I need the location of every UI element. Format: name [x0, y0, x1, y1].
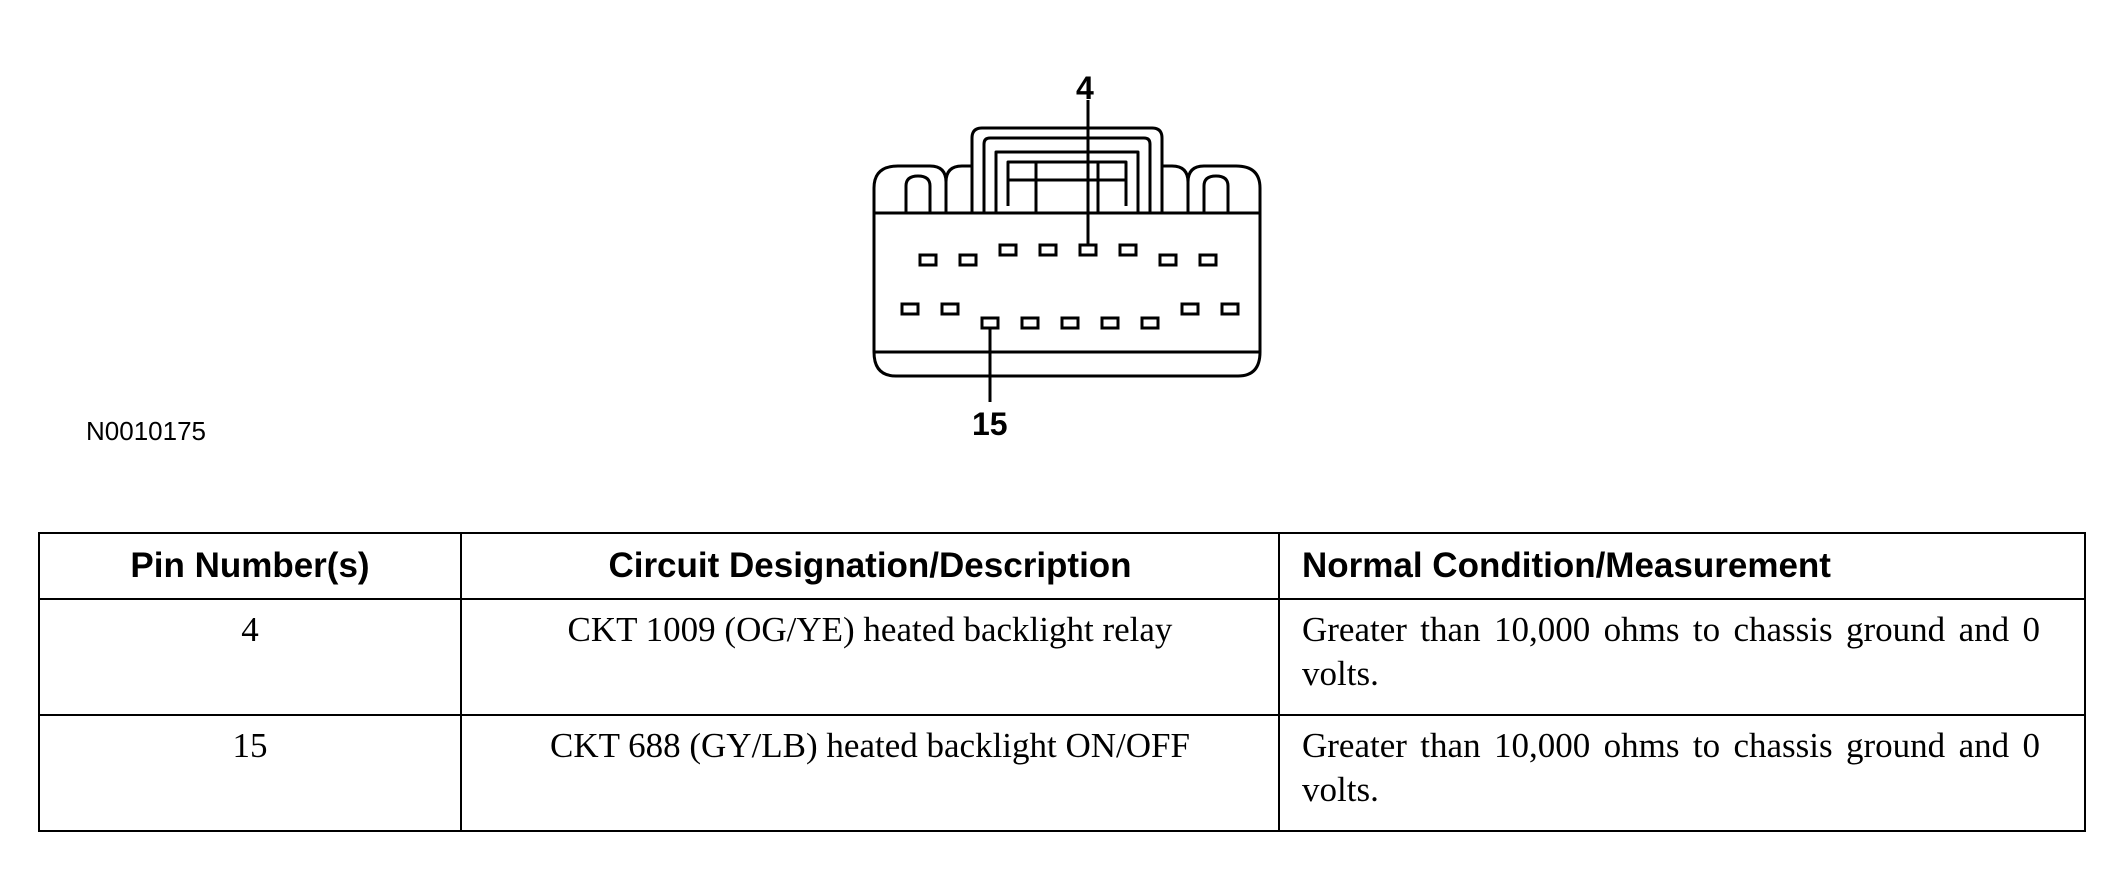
- lower-pin-row: [900, 302, 1240, 330]
- connector-diagram: 4 15 N0010175: [86, 70, 1262, 446]
- header-measurement: Normal Condition/Measurement: [1278, 532, 2086, 600]
- pin-15: [980, 316, 1000, 330]
- header-circuit: Circuit Designation/Description: [460, 532, 1280, 600]
- pin-cell: 4: [38, 598, 462, 716]
- upper-pin-row: [918, 243, 1218, 267]
- callout-pin-15: 15: [972, 406, 1008, 442]
- measurement-cell: Greater than 10,000 ohms to chassis grou…: [1278, 714, 2086, 832]
- connector-housing: [872, 213, 1262, 378]
- measurement-cell: Greater than 10,000 ohms to chassis grou…: [1278, 598, 2086, 716]
- table-row: 4 CKT 1009 (OG/YE) heated backlight rela…: [38, 598, 2086, 716]
- table-header-row: Pin Number(s) Circuit Designation/Descri…: [38, 532, 2086, 600]
- connector-face-drawing: [872, 100, 1262, 402]
- pin-table: Pin Number(s) Circuit Designation/Descri…: [38, 532, 2086, 832]
- pin-cell: 15: [38, 714, 462, 832]
- header-pin-number: Pin Number(s): [38, 532, 462, 600]
- figure-id: N0010175: [86, 416, 206, 446]
- circuit-cell: CKT 688 (GY/LB) heated backlight ON/OFF: [460, 714, 1280, 832]
- callout-pin-4: 4: [1076, 70, 1094, 106]
- latch: [970, 126, 1164, 213]
- circuit-cell: CKT 1009 (OG/YE) heated backlight relay: [460, 598, 1280, 716]
- table-row: 15 CKT 688 (GY/LB) heated backlight ON/O…: [38, 714, 2086, 832]
- pin-4: [1078, 243, 1098, 257]
